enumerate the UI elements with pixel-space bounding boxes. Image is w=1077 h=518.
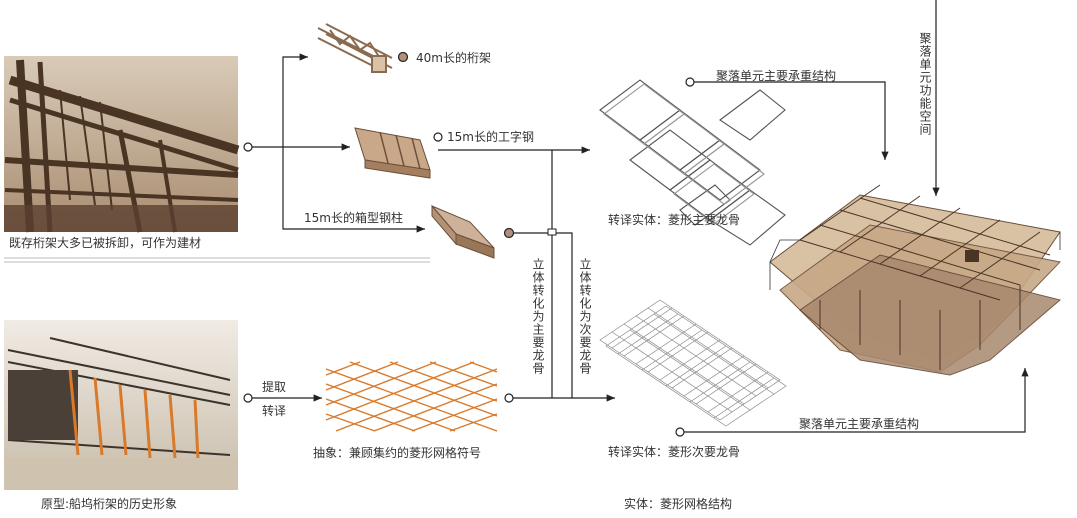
truss-40m-drawing	[317, 23, 393, 73]
connector-tab	[547, 228, 557, 236]
dock-truss-caption: 原型:船坞桁架的历史形象	[41, 497, 178, 511]
node-existing-truss	[243, 142, 253, 152]
box-column-drawing	[431, 204, 495, 259]
ibeam-15m-label: 15m长的工字钢	[447, 130, 534, 144]
node-dock	[243, 393, 253, 403]
orange-lattice	[325, 361, 498, 432]
ibeam-drawing	[354, 127, 431, 179]
translate-label: 转译	[262, 404, 287, 418]
entity-caption: 实体：菱形网格结构	[624, 497, 733, 511]
vertical-secondary-label: 立体转化为次要龙骨	[578, 258, 592, 375]
node-structure-top	[685, 77, 695, 87]
separator-lines	[4, 257, 430, 263]
node-box-column	[503, 227, 515, 239]
main-keel-caption: 转译实体：菱形主要龙骨	[608, 213, 741, 227]
node-truss-40m	[397, 51, 409, 63]
box-column-15m-label: 15m长的箱型钢柱	[304, 211, 403, 225]
final-structure-drawing	[769, 184, 1062, 376]
vertical-main-label: 立体转化为主要龙骨	[531, 258, 545, 375]
main-keel-drawing	[599, 79, 786, 246]
node-lattice	[504, 393, 514, 403]
function-space-label: 聚落单元功能空间	[918, 32, 932, 136]
structure-top-label: 聚落单元主要承重结构	[716, 69, 837, 83]
flow-lines	[248, 0, 1029, 433]
node-ibeam	[433, 132, 443, 142]
flow-nodes	[243, 51, 695, 437]
node-structure-bottom	[675, 427, 685, 437]
existing-truss-caption: 既存桁架大多已被拆卸，可作为建材	[9, 236, 202, 250]
secondary-keel-drawing	[599, 299, 787, 427]
abstract-caption: 抽象：兼顾集约的菱形网格符号	[313, 446, 482, 460]
existing-truss-photo	[4, 56, 240, 233]
dock-truss-photo	[4, 320, 238, 490]
truss-40m-label: 40m长的桁架	[416, 51, 491, 65]
secondary-keel-caption: 转译实体：菱形次要龙骨	[608, 445, 741, 459]
structure-bottom-label: 聚落单元主要承重结构	[799, 417, 920, 431]
extract-label: 提取	[262, 380, 287, 394]
